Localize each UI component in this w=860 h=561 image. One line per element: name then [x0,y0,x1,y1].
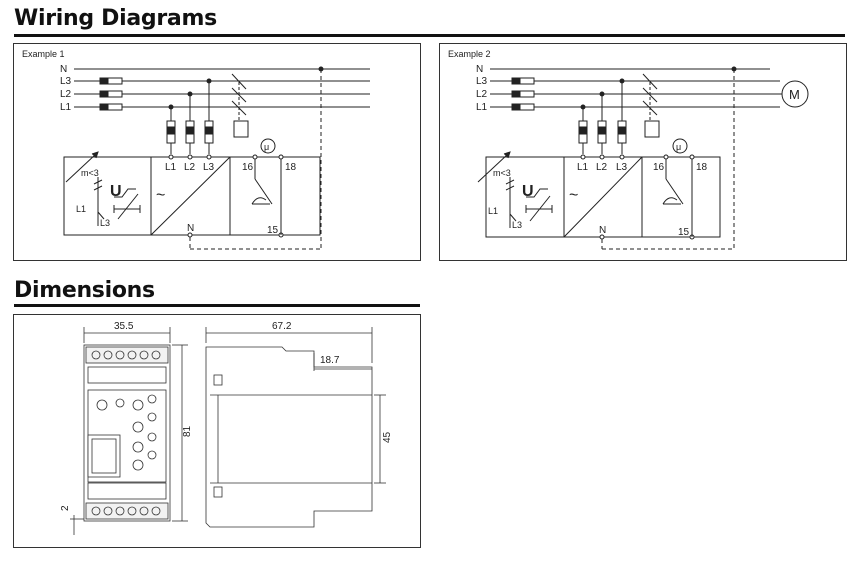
dimensions-panel: 35.5 81 2 67.2 18.7 45 [13,314,421,548]
label-tilde: ~ [569,187,578,204]
line-label-l3: L3 [60,76,72,87]
terminal-n: N [187,223,194,234]
terminal-l2: L2 [184,162,196,173]
example-2-diagram: Example 2 N L3 L2 L1 [448,49,809,250]
dimensions-heading: Dimensions [14,278,155,303]
label-l1: L1 [488,206,498,216]
heading-rule [14,304,420,307]
label-u: U [110,183,122,200]
line-label-l3: L3 [476,76,488,87]
label-u: U [522,183,534,200]
width-dimension: 35.5 [114,321,134,332]
label-m-less-3: m<3 [493,168,511,178]
label-l3: L3 [100,218,110,228]
label-tilde: ~ [156,187,165,204]
terminal-l1: L1 [577,162,589,173]
line-label-l2: L2 [476,89,488,100]
terminal-16: 16 [242,162,254,173]
step-depth-dimension: 18.7 [320,355,340,366]
example-title: Example 2 [448,49,491,59]
terminal-18: 18 [696,162,708,173]
line-label-l1: L1 [476,102,488,113]
example-1-diagram: Example 1 N L3 L2 L1 [22,49,370,250]
line-label-n: N [476,64,483,75]
height-dimension: 81 [182,425,193,437]
line-label-n: N [60,64,67,75]
mu-symbol: μ [264,142,269,152]
terminal-15: 15 [267,225,279,236]
terminal-l3: L3 [203,162,215,173]
example-2-panel: Example 2 N L3 L2 L1 [439,43,847,261]
dimensions-drawing: 35.5 81 2 67.2 18.7 45 [60,321,393,535]
example-1-panel: Example 1 N L3 L2 L1 [13,43,421,261]
motor-symbol: M [789,87,800,102]
label-l1: L1 [76,204,86,214]
mu-symbol: μ [676,142,681,152]
terminal-l3: L3 [616,162,628,173]
terminal-16: 16 [653,162,665,173]
terminal-l1: L1 [165,162,177,173]
terminal-offset-dimension: 2 [60,505,71,511]
label-m-less-3: m<3 [81,168,99,178]
heading-rule [14,34,845,37]
terminal-n: N [599,225,606,236]
line-label-l2: L2 [60,89,72,100]
terminal-18: 18 [285,162,297,173]
wiring-diagrams-heading: Wiring Diagrams [14,6,217,31]
step-height-dimension: 45 [382,431,393,443]
depth-dimension: 67.2 [272,321,292,332]
line-label-l1: L1 [60,102,72,113]
terminal-l2: L2 [596,162,608,173]
terminal-15: 15 [678,227,690,238]
label-l3: L3 [512,220,522,230]
example-title: Example 1 [22,49,65,59]
